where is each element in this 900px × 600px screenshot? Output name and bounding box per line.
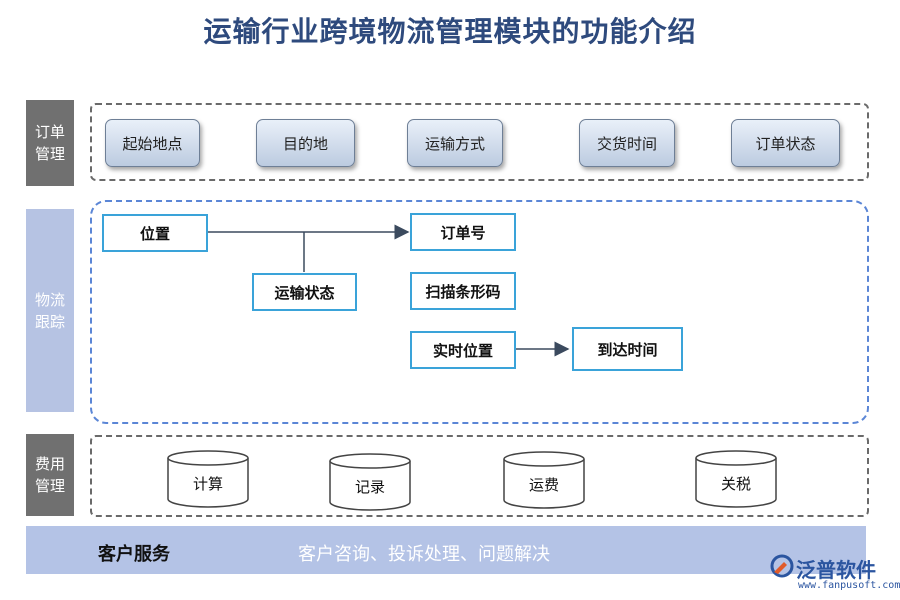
fee-item-calculate: 计算 [166, 449, 250, 509]
order-item-order-status: 订单状态 [731, 119, 840, 167]
brand-logo: 泛普软件 www.fanpusoft.com [770, 554, 900, 596]
logo-name: 泛普软件 [796, 558, 876, 582]
cylinder-icon [329, 453, 411, 511]
section-label-logistics: 物流跟踪 [26, 209, 74, 412]
node-scan-barcode: 扫描条形码 [410, 272, 516, 310]
fee-item-label: 计算 [192, 475, 223, 493]
order-item-transport-mode: 运输方式 [407, 119, 503, 167]
fee-label-line1: 费用 [34, 455, 65, 473]
logo-url: www.fanpusoft.com [798, 580, 900, 591]
cylinder-icon [695, 450, 777, 508]
fee-frame [90, 435, 869, 517]
fee-label-line2: 管理 [34, 477, 65, 495]
order-label-line2: 管理 [34, 145, 65, 163]
fee-item-record: 记录 [328, 452, 412, 512]
logistics-label-line2: 跟踪 [34, 312, 65, 331]
node-position: 位置 [102, 214, 208, 252]
fee-item-freight: 运费 [502, 450, 586, 510]
order-frame [90, 103, 869, 181]
node-order-number: 订单号 [410, 213, 516, 251]
fee-item-label: 运费 [528, 476, 559, 494]
order-item-origin: 起始地点 [105, 119, 200, 167]
order-item-delivery-time: 交货时间 [579, 119, 675, 167]
fee-item-tariff: 关税 [694, 449, 778, 509]
node-arrival-time: 到达时间 [572, 327, 683, 371]
fee-item-label: 关税 [720, 475, 751, 493]
section-label-order: 订单管理 [26, 100, 74, 186]
section-label-fee: 费用管理 [26, 434, 74, 516]
fee-item-label: 记录 [354, 478, 385, 496]
cylinder-icon [167, 450, 249, 508]
order-item-destination: 目的地 [256, 119, 355, 167]
order-label-line1: 订单 [34, 123, 65, 141]
customer-service-label: 客户服务 [98, 544, 170, 565]
cylinder-icon [503, 451, 585, 509]
page-title: 运输行业跨境物流管理模块的功能介绍 [203, 15, 697, 48]
node-transport-status: 运输状态 [252, 273, 357, 311]
logistics-frame [90, 200, 869, 424]
customer-service-bar [26, 526, 866, 574]
logistics-label-line1: 物流 [34, 290, 65, 309]
customer-service-text: 客户咨询、投诉处理、问题解决 [298, 544, 550, 565]
logo-mark-icon [770, 554, 794, 578]
node-realtime-position: 实时位置 [410, 331, 516, 369]
